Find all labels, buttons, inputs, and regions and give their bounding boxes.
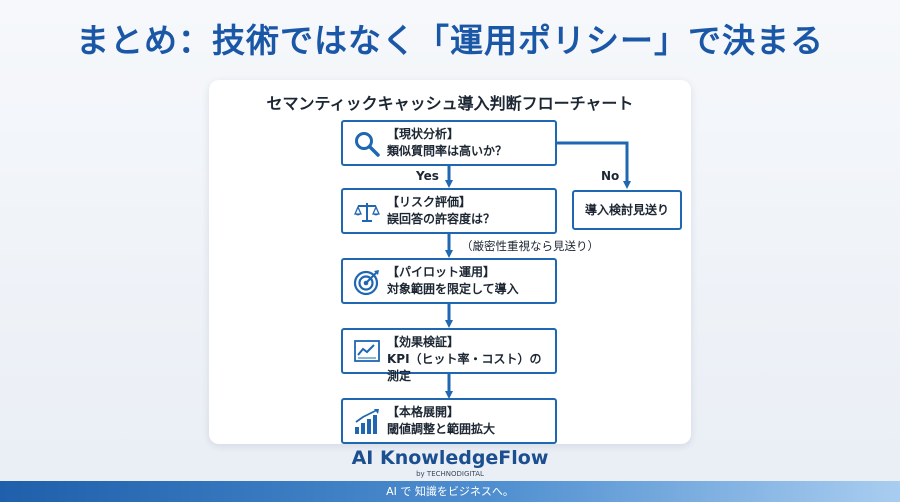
balance-scale-icon — [354, 203, 380, 222]
magnifier-icon — [355, 132, 380, 157]
step-text: 類似質問率は高いか？ — [387, 144, 508, 158]
arrow-no-branch — [557, 141, 631, 189]
step-current-analysis: 【現状分析】 類似質問率は高いか？ — [341, 120, 557, 166]
step-risk-evaluation: 【リスク評価】 誤回答の許容度は？ — [341, 188, 557, 234]
flowchart-title: セマンティックキャッシュ導入判断フローチャート — [266, 94, 634, 113]
step-heading: 【パイロット運用】 — [387, 265, 496, 279]
slide-title: まとめ：技術ではなく「運用ポリシー」で決まる — [76, 21, 824, 60]
footer-bar: AI で 知識をビジネスへ。 — [0, 481, 900, 502]
step-heading: 【現状分析】 — [387, 127, 460, 141]
no-outcome-box: 導入検討見送り — [572, 190, 682, 230]
bar-growth-icon — [355, 409, 379, 434]
step-text: 対象範囲を限定して導入 — [387, 282, 519, 296]
step-heading: 【効果検証】 — [387, 335, 460, 349]
footer-tagline: AI で 知識をビジネスへ。 — [386, 485, 514, 498]
brand-sub: by TECHNODIGITAL — [416, 470, 484, 478]
yes-label: Yes — [416, 169, 439, 183]
risk-note: （厳密性重視なら見送り） — [461, 239, 599, 253]
step-text: KPI（ヒット率・コスト）の測定 — [387, 352, 542, 383]
target-icon — [353, 270, 379, 296]
step-text: 誤回答の許容度は？ — [387, 212, 496, 226]
step-full-deployment: 【本格展開】 閾値調整と範囲拡大 — [341, 398, 557, 444]
step-pilot-operation: 【パイロット運用】 対象範囲を限定して導入 — [341, 258, 557, 304]
no-label: No — [601, 169, 620, 183]
step-effect-verification: 【効果検証】 KPI（ヒット率・コスト）の測定 — [341, 328, 557, 383]
trend-chart-icon — [354, 340, 380, 362]
step-heading: 【本格展開】 — [387, 405, 460, 419]
step-text: 閾値調整と範囲拡大 — [387, 422, 496, 436]
flow-connectors — [445, 141, 631, 399]
step-heading: 【リスク評価】 — [387, 195, 472, 209]
flowchart-card: セマンティックキャッシュ導入判断フローチャート 【現状分析】 類似質問率は高いか… — [209, 80, 691, 444]
brand-name: AI KnowledgeFlow — [351, 447, 549, 469]
